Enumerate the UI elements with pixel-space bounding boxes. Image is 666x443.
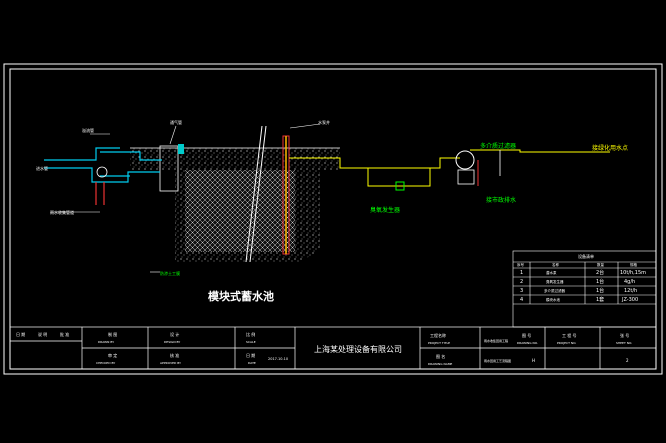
pump-well-label: 水泵井 bbox=[318, 119, 330, 125]
table-rows: 1 潜水泵 2台 10t/h,15m 2 臭氧发生器 1台 4g/h 3 多介质… bbox=[520, 269, 646, 303]
cell: 3 bbox=[520, 288, 523, 294]
tb-design: 设 计 bbox=[170, 331, 179, 337]
cell: 1 bbox=[520, 270, 523, 276]
table-row: 2 臭氧发生器 1台 4g/h bbox=[520, 278, 635, 285]
cell: 模块水池 bbox=[546, 297, 560, 302]
tb-approved-en: APPROVED BY bbox=[160, 361, 181, 365]
tb-drawing-name-en: DRAWING NAME bbox=[428, 362, 452, 366]
cell: 2 bbox=[520, 279, 523, 285]
tb-date2: 日 期 bbox=[246, 352, 255, 358]
col-name: 名称 bbox=[552, 262, 560, 267]
cell: JZ-300 bbox=[621, 297, 638, 303]
tb-scale: 比 例 bbox=[246, 331, 255, 337]
tb-project-en: PROJECT TITLE bbox=[428, 341, 450, 345]
geo-label: 防渗土工膜 bbox=[160, 270, 180, 276]
collect-label: 雨水收集管道 bbox=[50, 209, 74, 215]
tb-date-value: 2017.10.10 bbox=[268, 357, 288, 361]
inlet-label: 进水管 bbox=[36, 165, 48, 171]
table-header: 序号 名称 数量 规格 bbox=[517, 262, 638, 267]
company-name: 上海某处理设备有限公司 bbox=[314, 344, 402, 354]
ground-section bbox=[130, 147, 340, 262]
tb-drawing-name-value: 雨水回用工艺流程图 bbox=[484, 358, 511, 363]
main-title: 模块式蓄水池 bbox=[208, 289, 274, 303]
cell: 臭氧发生器 bbox=[546, 279, 564, 284]
table-title: 设备清单 bbox=[578, 253, 594, 259]
inlet-pipes bbox=[44, 147, 162, 205]
overflow-label: 溢流管 bbox=[82, 127, 94, 133]
col-spec: 规格 bbox=[630, 262, 638, 267]
tb-project-value: 雨水收集回用工程 bbox=[484, 338, 508, 343]
tb-drawing-no: 图 号 bbox=[522, 332, 531, 338]
cell: 4g/h bbox=[624, 279, 635, 285]
cell: 1台 bbox=[596, 278, 604, 285]
ozone-label: 臭氧发生器 bbox=[370, 206, 400, 214]
tb-approved: 核 准 bbox=[170, 352, 179, 358]
tb-approve: 批 准 bbox=[60, 331, 69, 337]
cell: 4 bbox=[520, 297, 523, 303]
pump-well bbox=[159, 135, 290, 255]
table-row: 1 潜水泵 2台 10t/h,15m bbox=[520, 269, 646, 276]
tb-drawing-name: 图 名 bbox=[436, 353, 445, 359]
cell: 潜水泵 bbox=[546, 270, 557, 275]
tb-scale-en: SCALE bbox=[246, 340, 256, 344]
tb-sheet-en: SHEET NO. bbox=[616, 341, 632, 345]
equipment-table bbox=[512, 250, 657, 328]
tb-checked: 审 定 bbox=[108, 352, 117, 358]
table-row: 4 模块水池 1套 JZ-300 bbox=[520, 296, 638, 303]
inner-frame bbox=[9, 68, 657, 370]
process-line bbox=[289, 149, 610, 191]
tb-drawing-no-value: H bbox=[532, 358, 535, 363]
tb-drawing-no-en: DRAWING NO. bbox=[517, 341, 538, 345]
title-block-lines bbox=[9, 326, 657, 370]
tb-note: 说 明 bbox=[38, 331, 47, 337]
tb-project: 工程名称 bbox=[430, 332, 446, 338]
cell: 12t/h bbox=[624, 288, 637, 294]
cell: 1套 bbox=[596, 296, 604, 303]
tb-drawn: 制 图 bbox=[108, 331, 117, 337]
tb-date2-en: DATE bbox=[248, 361, 256, 365]
cell: 10t/h,15m bbox=[620, 270, 646, 276]
tb-design-en: DESIGN BY bbox=[164, 340, 180, 344]
tb-project-no-en: PROJECT NO. bbox=[557, 341, 576, 345]
tb-sheet: 张 号 bbox=[620, 332, 629, 338]
table-row: 3 多介质过滤器 1台 12t/h bbox=[520, 287, 637, 294]
leaders bbox=[50, 123, 321, 273]
reuse-label: 接绿化用水点 bbox=[592, 144, 628, 152]
tb-sheet-value: 2 bbox=[626, 358, 629, 363]
outer-frame bbox=[3, 63, 663, 375]
tb-date: 日 期 bbox=[16, 331, 25, 337]
storage-module bbox=[185, 170, 295, 252]
cell: 2台 bbox=[596, 269, 604, 276]
col-no: 序号 bbox=[517, 262, 525, 267]
drain-label: 接市政排水 bbox=[486, 196, 516, 204]
col-qty: 数量 bbox=[597, 262, 605, 267]
filter-label: 多介质过滤器 bbox=[480, 142, 516, 150]
vent-label: 通气管 bbox=[170, 119, 182, 125]
tb-drawn-en: DRAWN BY bbox=[98, 340, 114, 344]
tb-checked-en: CHECKED BY bbox=[96, 361, 115, 365]
cell: 多介质过滤器 bbox=[544, 288, 565, 293]
tb-project-no: 工 程 号 bbox=[562, 332, 577, 338]
cell: 1台 bbox=[596, 287, 604, 294]
title-block: 日 期 说 明 批 准 制 图 DRAWN BY 审 定 CHECKED BY … bbox=[16, 331, 632, 366]
